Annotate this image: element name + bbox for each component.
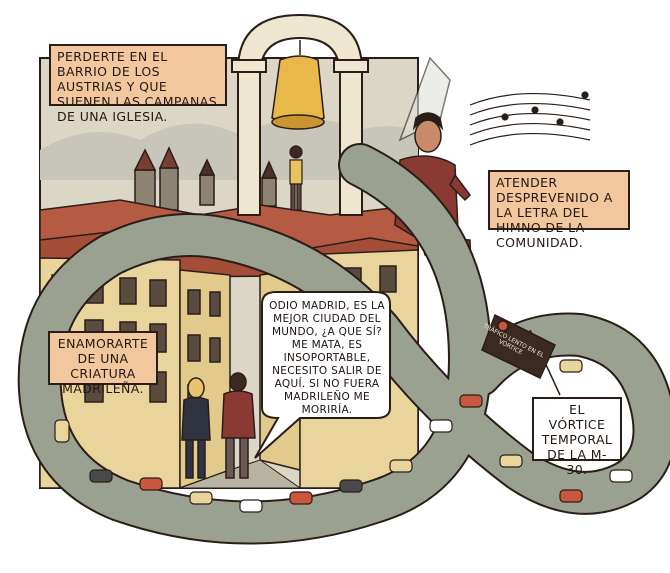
- caption-criatura-madrilena: ENAMORARTE DE UNA CRIATURA MADRILEÑA.: [48, 331, 158, 396]
- speech-bubble-shape: [254, 291, 391, 459]
- caption-himno-comunidad: ATENDER DESPREVENIDO A LA LETRA DEL HIMN…: [488, 170, 630, 250]
- traffic-cars: [54, 359, 633, 513]
- cloud-bank: [40, 118, 418, 180]
- music-notes: [469, 91, 591, 146]
- bell-tower: [231, 13, 369, 216]
- caption-vortice-m30: EL VÓRTICE TEMPORAL DE LA M-30.: [532, 397, 622, 477]
- bell-icon: [271, 40, 325, 130]
- couple-figures: [181, 372, 256, 479]
- bell-listener: [289, 145, 303, 211]
- caption-barrio-austrias: PERDERTE EN EL BARRIO DE LOS AUSTRIAS Y …: [49, 44, 227, 124]
- speech-bubble-text: ODIO MADRID, ES LA MEJOR CIUDAD DEL MUND…: [269, 300, 385, 416]
- road-sign: [481, 313, 561, 396]
